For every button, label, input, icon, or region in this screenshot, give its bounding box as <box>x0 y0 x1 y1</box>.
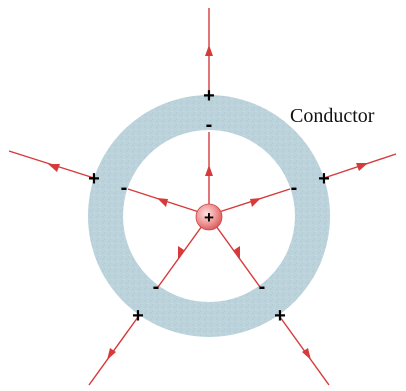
outer-charge-left: + <box>88 168 100 190</box>
inner-charge-lower-right: - <box>259 276 266 298</box>
center-charge <box>195 203 223 231</box>
arrow-outer-lower-right <box>302 348 311 360</box>
inner-charge-right: - <box>291 177 298 199</box>
arrow-outer-up <box>205 45 213 56</box>
conductor-label: Conductor <box>290 105 375 127</box>
arrow-outer-lower-left <box>107 348 116 360</box>
outer-charge-lower-left: + <box>132 305 144 327</box>
arrow-inner-right <box>250 198 261 207</box>
arrow-inner-lower-right <box>234 246 240 259</box>
center-charge-sign: + <box>204 208 214 227</box>
arrow-inner-up <box>205 165 213 176</box>
inner-charge-lower-left: - <box>153 276 160 298</box>
field-arrows <box>48 45 368 360</box>
inner-field-line-lower-right <box>215 225 261 288</box>
inner-charge-left: - <box>121 177 128 199</box>
arrow-outer-left <box>48 164 60 172</box>
inner-charge-top: - <box>206 114 213 136</box>
arrow-inner-lower-left <box>178 246 184 259</box>
outer-charge-top: + <box>203 85 215 107</box>
outer-charge-right: + <box>318 168 330 190</box>
arrow-outer-right <box>356 163 368 171</box>
arrow-inner-left <box>157 198 168 207</box>
inner-field-line-lower-left <box>157 225 203 288</box>
outer-charge-lower-right: + <box>274 305 286 327</box>
